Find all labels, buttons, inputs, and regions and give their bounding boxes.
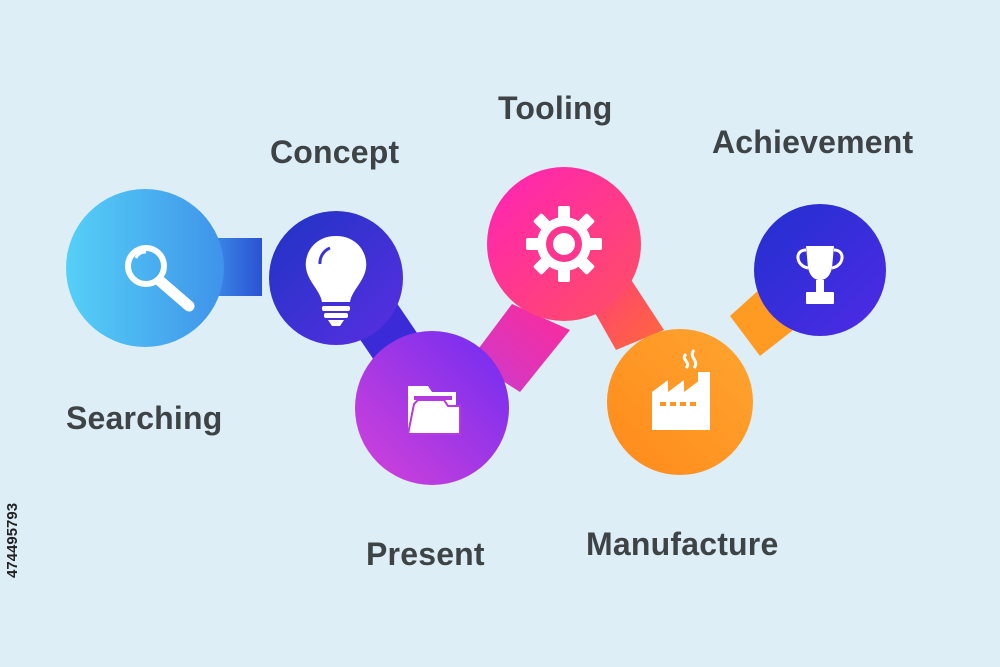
factory-icon [652,349,710,430]
step-label-present: Present [366,536,485,572]
step-label-achievement: Achievement [712,124,914,160]
lightbulb-icon [305,236,367,326]
folder-icon [406,386,461,435]
step-label-manufacture: Manufacture [586,526,779,562]
trophy-icon [796,246,844,304]
search-icon [125,245,195,312]
step-label-tooling: Tooling [498,90,613,126]
watermark-id: 474495793 [4,502,21,578]
gear-icon [526,206,602,282]
step-label-concept: Concept [270,134,400,170]
step-searching-circle [66,189,224,347]
step-label-searching: Searching [66,400,223,436]
